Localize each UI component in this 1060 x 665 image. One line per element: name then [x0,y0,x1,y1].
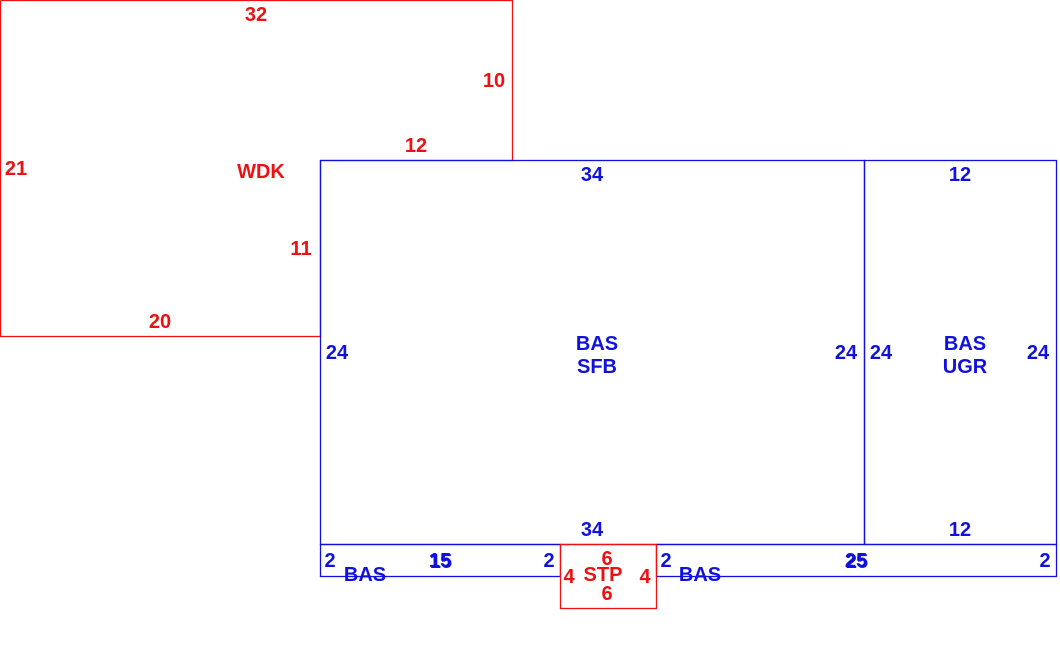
bas-ugr-dim-left: 24 [870,342,893,364]
bas-strip-left-dim-right: 2 [543,550,554,572]
bas-strip-left-label: BAS [344,564,386,586]
bas-sfb-dim-right: 24 [835,342,858,364]
bas-sfb-dim-left: 24 [326,342,349,364]
bas-strip-right-dim-right: 2 [1039,550,1050,572]
stp-dim-left: 4 [563,566,575,588]
bas-strip-right-dim-bottom-a: 25 [845,550,867,572]
stp-dim-right: 4 [639,566,651,588]
bas-ugr-label-1: BAS [944,333,986,355]
bas-strip-left-dim-left: 2 [324,550,335,572]
bas-strip-right-dim-bottom-b: 25 [846,551,868,573]
wdk-dim-left: 21 [5,158,27,180]
bas-sfb-label-1: BAS [576,333,618,355]
bas-ugr-dim-top: 12 [949,164,971,186]
wdk-dim-right-upper: 10 [483,70,505,92]
bas-ugr-dim-right: 24 [1027,342,1050,364]
wdk-area-label: WDK [237,161,285,183]
bas-ugr-dim-bottom: 12 [949,519,971,541]
bas-strip-left-dim-bottom-b: 15 [430,551,452,573]
wdk-dim-top: 32 [245,4,267,26]
bas-sfb-dim-bottom: 34 [581,519,604,541]
bas-sfb-label-2: SFB [577,356,617,378]
stp-area-label: STP [584,564,623,586]
stp-dim-top: 6 [601,548,612,570]
stp-dim-bottom: 6 [601,583,612,605]
wdk-dim-bottom: 20 [149,311,171,333]
bas-sfb-dim-top: 34 [581,164,604,186]
wdk-dim-step: 12 [405,135,427,157]
bas-strip-right-label: BAS [679,564,721,586]
bas-strip-right-dim-left: 2 [660,550,671,572]
bas-ugr-label-2: UGR [943,356,988,378]
wdk-dim-inner: 11 [290,238,311,260]
bas-strip-left-dim-bottom-a: 15 [429,550,451,572]
stp-outline [559,543,658,610]
